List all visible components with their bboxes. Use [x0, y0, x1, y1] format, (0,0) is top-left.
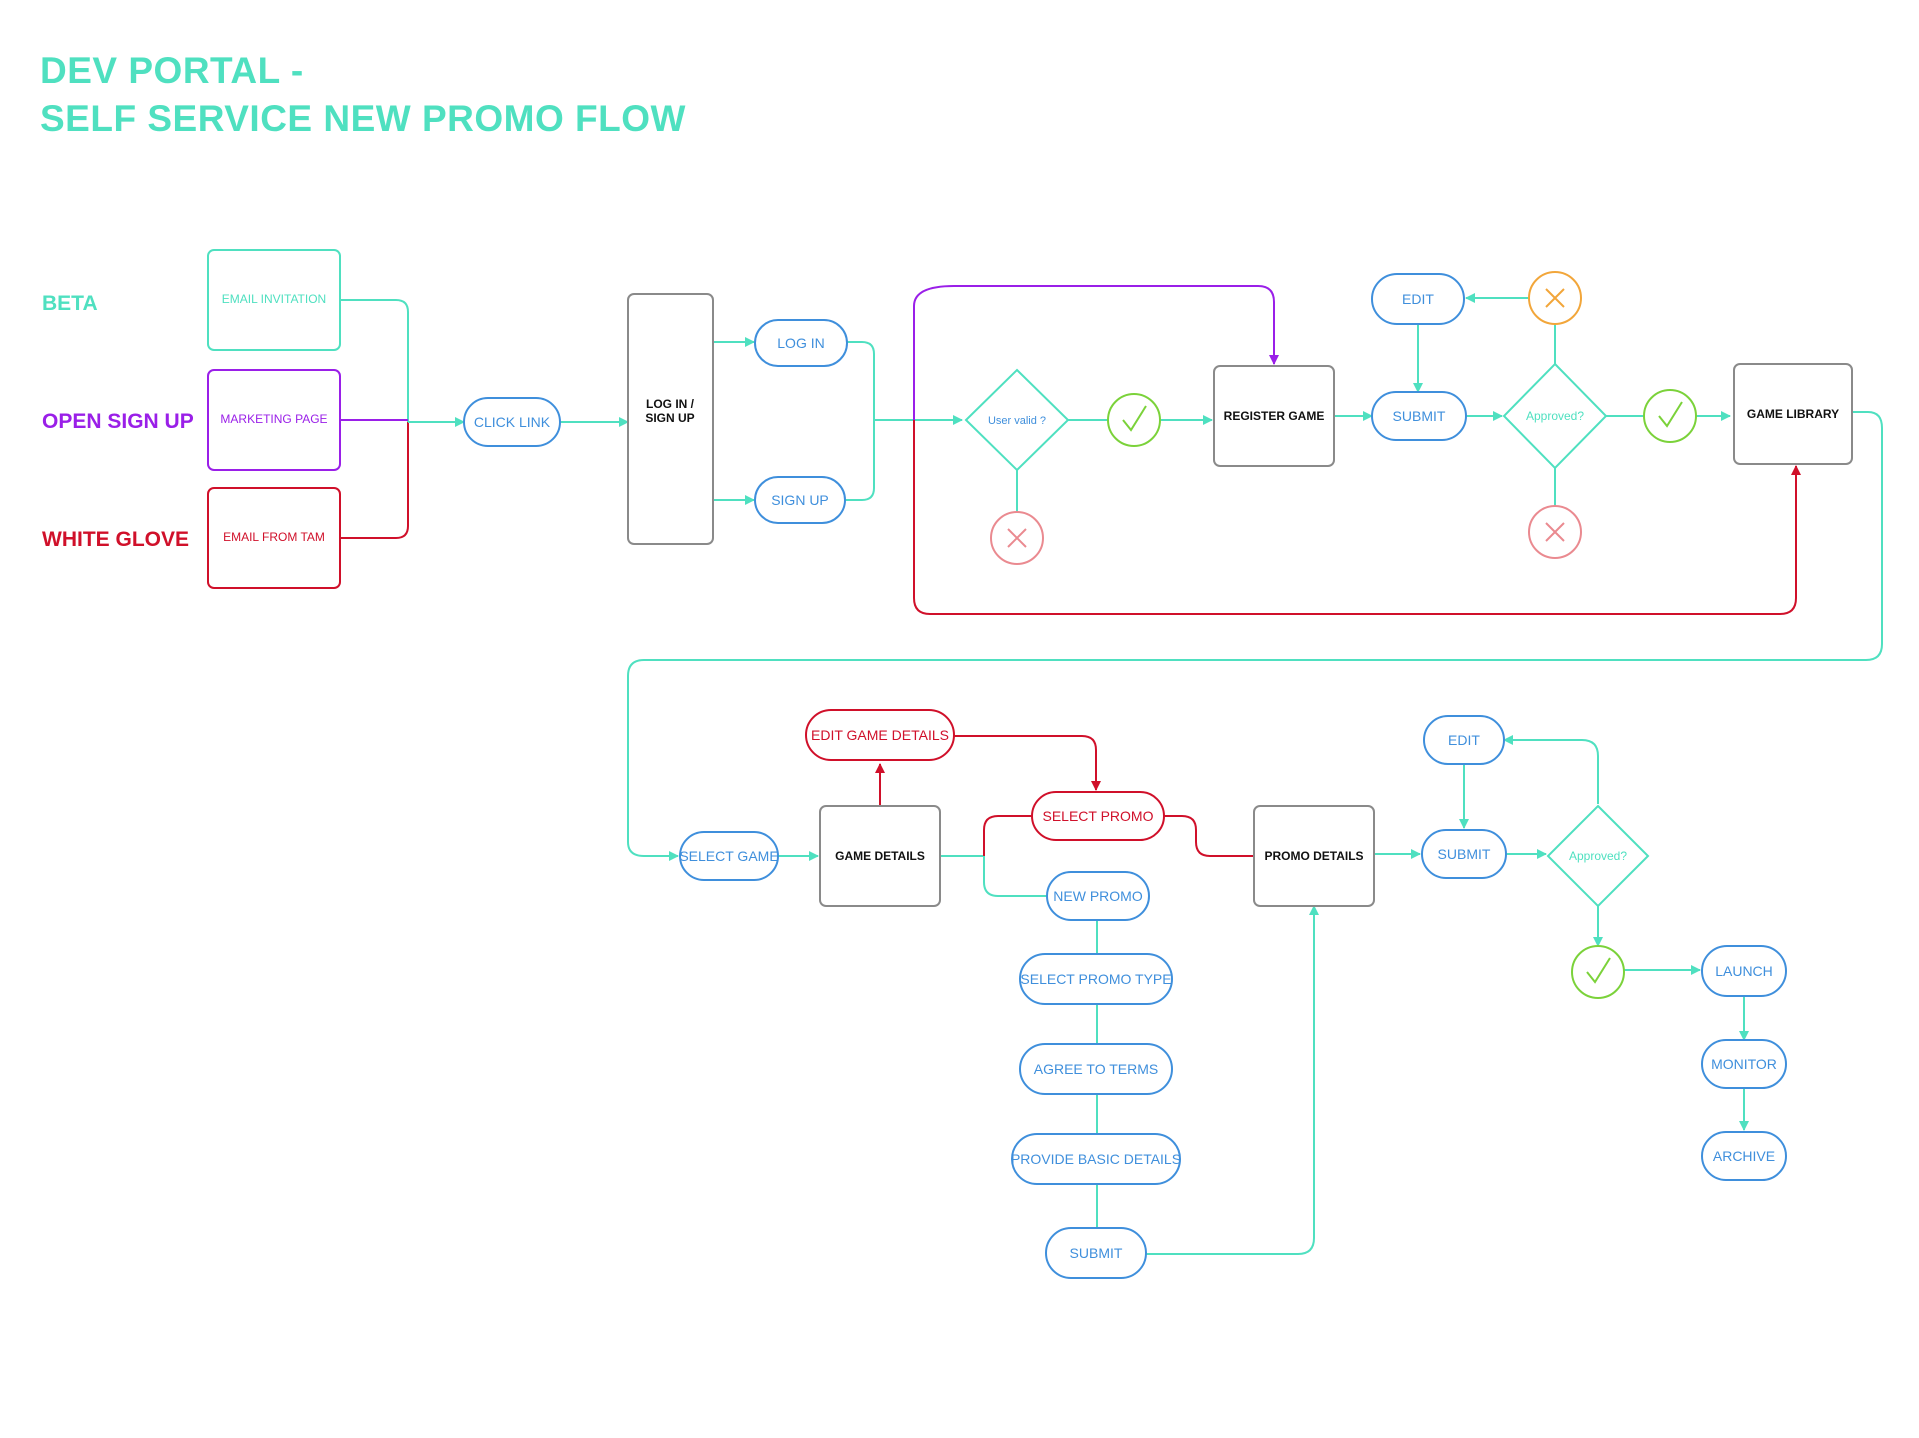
connector-to-new-promo: [983, 856, 1046, 897]
connector-to-select-promo: [983, 815, 1032, 856]
connector-log-in-out: [847, 341, 875, 422]
svg-text:EMAIL FROM TAM: EMAIL FROM TAM: [223, 530, 325, 544]
svg-text:AGREE TO TERMS: AGREE TO TERMS: [1034, 1061, 1158, 1077]
node-select-game: SELECT GAME: [679, 831, 779, 881]
node-new-promo: NEW PROMO: [1046, 871, 1150, 921]
node-email-invitation: EMAIL INVITATION: [207, 249, 341, 351]
svg-text:EDIT GAME DETAILS: EDIT GAME DETAILS: [811, 727, 949, 743]
svg-text:SUBMIT: SUBMIT: [1438, 846, 1491, 862]
svg-text:PROVIDE BASIC DETAILS: PROVIDE BASIC DETAILS: [1011, 1151, 1181, 1167]
node-email-from-tam: EMAIL FROM TAM: [207, 487, 341, 589]
node-archive: ARCHIVE: [1701, 1131, 1787, 1181]
node-submit-promo: SUBMIT: [1045, 1227, 1147, 1279]
svg-text:CLICK LINK: CLICK LINK: [474, 414, 551, 430]
lane-label-beta: BETA: [42, 292, 98, 315]
node-select-promo: SELECT PROMO: [1031, 791, 1165, 841]
warning-close-icon: [1528, 271, 1582, 325]
close-icon: [1528, 505, 1582, 559]
connector-library-to-select-game: [627, 411, 1883, 861]
node-edit-bottom: EDIT: [1423, 715, 1505, 765]
node-agree-to-terms: AGREE TO TERMS: [1019, 1043, 1173, 1095]
node-approved-bottom-decision: Approved?: [1546, 804, 1650, 908]
svg-text:LOG IN /: LOG IN /: [646, 397, 695, 411]
svg-text:GAME DETAILS: GAME DETAILS: [835, 849, 925, 863]
check-icon: [1107, 393, 1161, 447]
node-select-promo-type: SELECT PROMO TYPE: [1019, 953, 1173, 1005]
page-title-line-2: SELF SERVICE NEW PROMO FLOW: [40, 98, 686, 139]
node-edit-game-details: EDIT GAME DETAILS: [805, 709, 955, 761]
svg-text:NEW PROMO: NEW PROMO: [1053, 888, 1143, 904]
svg-text:Approved?: Approved?: [1526, 409, 1584, 423]
page-title-line-1: DEV PORTAL -: [40, 50, 304, 91]
node-marketing-page: MARKETING PAGE: [207, 369, 341, 471]
svg-text:SELECT PROMO: SELECT PROMO: [1043, 808, 1154, 824]
svg-text:Approved?: Approved?: [1569, 849, 1627, 863]
check-icon: [1571, 945, 1625, 999]
svg-text:LOG IN: LOG IN: [777, 335, 824, 351]
svg-text:SIGN UP: SIGN UP: [771, 492, 829, 508]
connector-open-signup-bypass: [954, 285, 1279, 365]
svg-text:MONITOR: MONITOR: [1711, 1056, 1777, 1072]
connector-select-promo-to-details: [1164, 815, 1254, 857]
svg-text:EMAIL INVITATION: EMAIL INVITATION: [222, 292, 326, 306]
connector-submit-promo-to-details: [1146, 905, 1319, 1255]
node-promo-details: PROMO DETAILS: [1253, 805, 1375, 907]
svg-text:LAUNCH: LAUNCH: [1715, 963, 1773, 979]
node-login-signup: LOG IN / SIGN UP: [627, 293, 714, 545]
svg-text:SIGN UP: SIGN UP: [645, 411, 694, 425]
connector-bypass-left: [913, 285, 955, 420]
node-provide-basic-details: PROVIDE BASIC DETAILS: [1011, 1133, 1181, 1185]
svg-text:EDIT: EDIT: [1402, 291, 1434, 307]
connector-email-from-tam: [340, 422, 409, 539]
svg-text:SELECT GAME: SELECT GAME: [679, 848, 778, 864]
svg-text:User valid ?: User valid ?: [988, 415, 1046, 427]
connector-email-invitation: [340, 299, 409, 422]
node-launch: LAUNCH: [1701, 945, 1787, 997]
svg-text:SELECT PROMO TYPE: SELECT PROMO TYPE: [1020, 971, 1171, 987]
close-icon: [990, 511, 1044, 565]
node-click-link: CLICK LINK: [463, 397, 561, 447]
svg-text:REGISTER GAME: REGISTER GAME: [1224, 409, 1325, 423]
lane-label-open-sign-up: OPEN SIGN UP: [42, 410, 194, 433]
check-icon: [1643, 389, 1697, 443]
svg-text:SUBMIT: SUBMIT: [1070, 1245, 1123, 1261]
svg-text:EDIT: EDIT: [1448, 732, 1480, 748]
svg-text:PROMO DETAILS: PROMO DETAILS: [1264, 849, 1363, 863]
svg-text:ARCHIVE: ARCHIVE: [1713, 1148, 1775, 1164]
node-monitor: MONITOR: [1701, 1039, 1787, 1089]
node-edit-top: EDIT: [1371, 273, 1465, 325]
node-approved-top-decision: Approved?: [1502, 362, 1608, 470]
node-user-valid-decision: User valid ?: [964, 368, 1070, 472]
node-log-in: LOG IN: [754, 319, 848, 367]
svg-text:MARKETING PAGE: MARKETING PAGE: [220, 412, 327, 426]
lane-label-white-glove: WHITE GLOVE: [42, 528, 189, 551]
node-submit-bottom: SUBMIT: [1421, 829, 1507, 879]
connector-approved-to-edit-2: [1503, 735, 1599, 804]
node-submit-top: SUBMIT: [1371, 391, 1467, 441]
svg-text:SUBMIT: SUBMIT: [1393, 408, 1446, 424]
node-sign-up: SIGN UP: [754, 476, 846, 524]
connector-edit-game-to-select-promo: [954, 735, 1101, 791]
node-game-details: GAME DETAILS: [819, 805, 941, 907]
node-register-game: REGISTER GAME: [1213, 365, 1335, 467]
svg-text:GAME LIBRARY: GAME LIBRARY: [1747, 407, 1839, 421]
connector-sign-up-out: [845, 422, 875, 501]
node-game-library: GAME LIBRARY: [1733, 363, 1853, 465]
connector-white-glove-bypass: [913, 420, 1801, 615]
